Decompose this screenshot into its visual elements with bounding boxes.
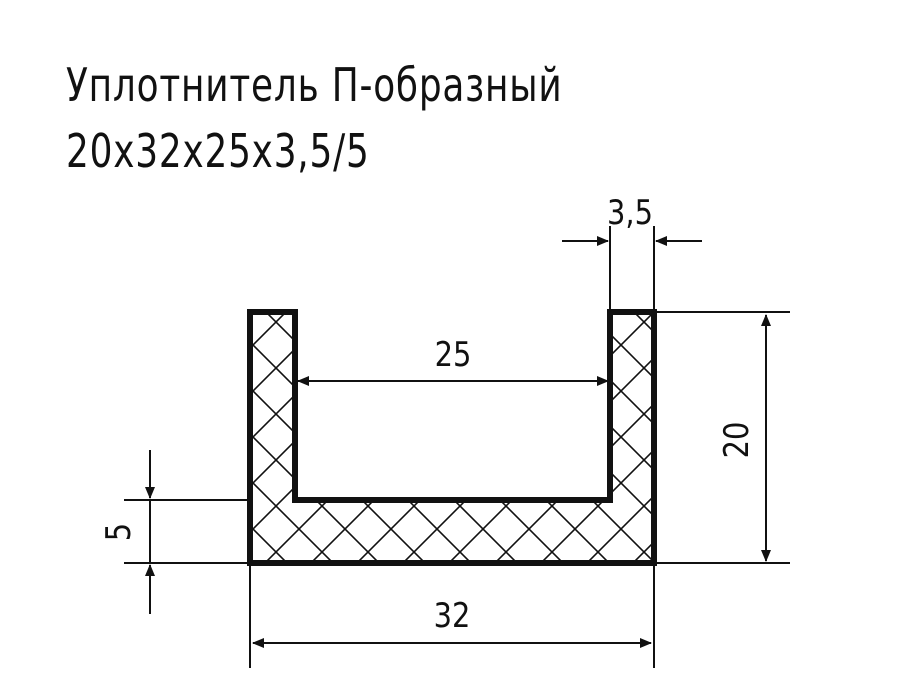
dim-inner-width-label: 25 — [435, 336, 472, 375]
title-line-1: Уплотнитель П-образный — [66, 58, 563, 112]
dim-wall-thickness — [562, 226, 702, 312]
title-line-2: 20х32х25х3,5/5 — [66, 124, 370, 178]
dim-height — [654, 311, 790, 564]
dim-outer-width — [249, 563, 655, 668]
dim-height-label: 20 — [718, 422, 757, 459]
dim-outer-width-label: 32 — [434, 597, 471, 636]
dim-base-thickness-label: 5 — [100, 523, 139, 541]
dim-base-thickness — [124, 450, 250, 614]
dim-wall-thickness-label: 3,5 — [607, 194, 653, 233]
